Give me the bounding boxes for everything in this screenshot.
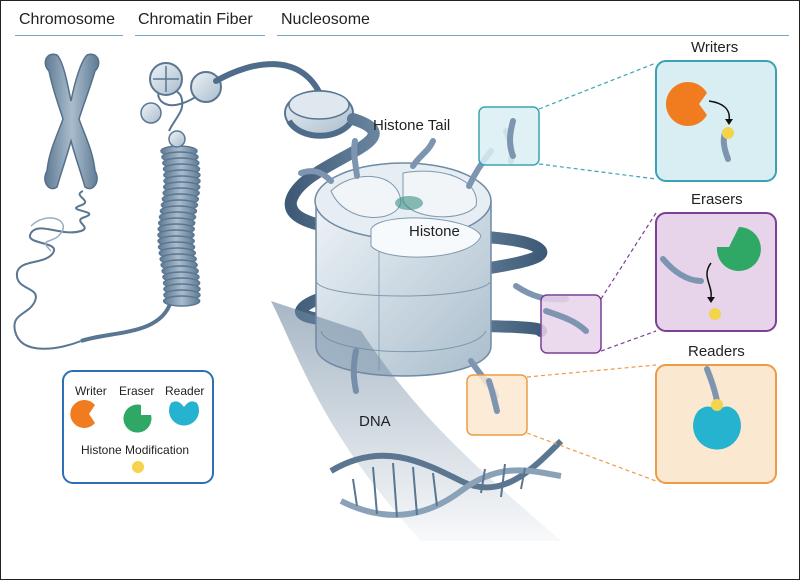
- small-nucleosome: [284, 90, 356, 139]
- reader-protein-icon: [692, 406, 741, 450]
- header-nucleosome: Nucleosome: [281, 11, 370, 28]
- header-underline: [277, 35, 789, 36]
- header-underline: [135, 35, 265, 36]
- label-histone: Histone: [409, 223, 460, 240]
- chromatin-coil-loop: [162, 295, 201, 307]
- header-underline: [15, 35, 123, 36]
- modification-dot: [722, 127, 734, 139]
- writers-panel: [655, 60, 777, 182]
- legend-box: [62, 370, 214, 484]
- chromosome-illustration: [13, 53, 100, 350]
- dna-helix: [271, 301, 564, 541]
- legend-modification-icon: [132, 461, 144, 473]
- legend-label-reader: Reader: [165, 384, 205, 398]
- modification-dot: [709, 308, 721, 320]
- legend-writer-icon: [70, 399, 95, 428]
- label-dna: DNA: [359, 413, 391, 430]
- label-histone-tail: Histone Tail: [373, 117, 451, 134]
- erasers-panel: [655, 212, 777, 332]
- eraser-enzyme-icon: [716, 227, 761, 271]
- panel-title-erasers: Erasers: [691, 191, 743, 208]
- modification-dot: [711, 399, 723, 411]
- header-chromatin-fiber: Chromatin Fiber: [138, 11, 253, 28]
- legend-label-eraser: Eraser: [119, 384, 155, 398]
- legend-reader-icon: [169, 401, 200, 426]
- header-chromosome: Chromosome: [19, 11, 116, 28]
- legend-label-histone-modification: Histone Modification: [81, 443, 190, 457]
- readers-panel: [655, 364, 777, 484]
- connector-lines: [526, 62, 657, 482]
- erasers-zoom-box: [540, 294, 602, 354]
- panel-title-readers: Readers: [688, 343, 745, 360]
- legend-eraser-icon: [123, 404, 152, 433]
- panel-title-writers: Writers: [691, 39, 739, 56]
- legend-label-writer: Writer: [75, 384, 107, 398]
- chromatin-fiber-illustration: [80, 61, 324, 343]
- writer-enzyme-icon: [665, 82, 707, 127]
